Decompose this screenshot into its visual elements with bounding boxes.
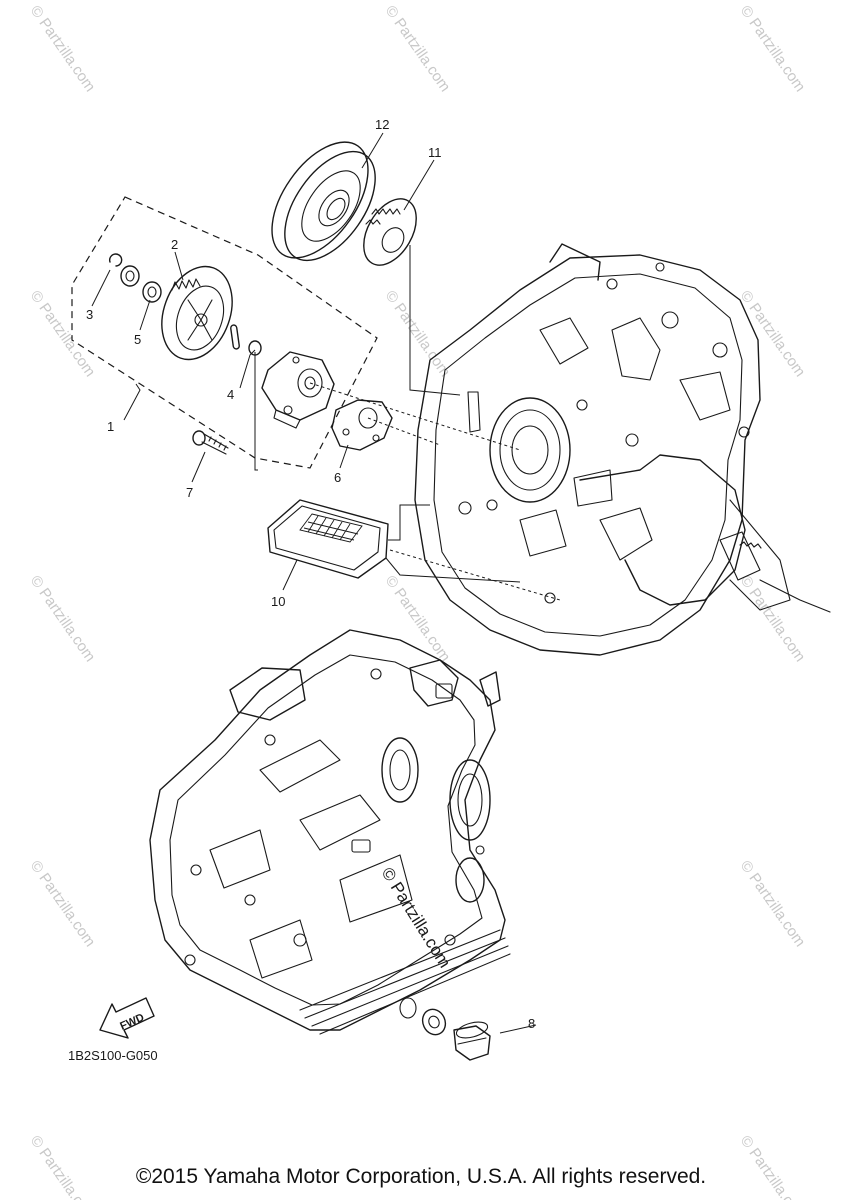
watermark: © Partzilla.com [382, 573, 454, 666]
callout-8: 8 [528, 1016, 535, 1031]
washer [120, 265, 140, 287]
upper-crankcase [414, 243, 831, 656]
dowel-pin [230, 324, 240, 350]
watermark: © Partzilla.com [27, 3, 99, 96]
part-3-circlip [108, 253, 123, 267]
part-11-drive-gear [363, 198, 417, 266]
lower-crankcase [149, 629, 511, 1035]
callout-3: 3 [86, 307, 93, 322]
callout-6: 6 [334, 470, 341, 485]
drawing-code: 1B2S100-G050 [68, 1048, 158, 1063]
part-2-pump-gear [161, 265, 233, 361]
watermark: © Partzilla.com [737, 858, 809, 951]
center-watermark: © Partzilla.com [378, 864, 455, 971]
fwd-label: FWD [118, 1012, 146, 1033]
fwd-arrow: FWD [99, 997, 155, 1039]
callout-2: 2 [171, 237, 178, 252]
callout-11: 11 [428, 145, 442, 160]
leader-lines [91, 132, 561, 1034]
watermark: © Partzilla.com [382, 3, 454, 96]
callouts: 12 11 2 3 5 4 1 6 7 10 8 [86, 117, 535, 1031]
callout-5: 5 [134, 332, 141, 347]
part-10-strainer [267, 499, 389, 579]
watermark: © Partzilla.com [27, 573, 99, 666]
watermark: © Partzilla.com [27, 1133, 99, 1200]
watermark: © Partzilla.com [737, 288, 809, 381]
pump-body [261, 351, 335, 429]
part-6-gasket [331, 399, 393, 451]
watermark: © Partzilla.com [27, 288, 99, 381]
watermark: © Partzilla.com [382, 288, 454, 381]
watermark: © Partzilla.com [27, 858, 99, 951]
callout-7: 7 [186, 485, 193, 500]
part-8-drain-bolt [453, 1021, 491, 1061]
callout-4: 4 [227, 387, 234, 402]
part-5-washer [142, 281, 162, 303]
watermark: © Partzilla.com [737, 1133, 809, 1200]
drain-washer [421, 1008, 447, 1036]
callout-10: 10 [271, 594, 285, 609]
watermark: © Partzilla.com [737, 3, 809, 96]
part-7-screw [192, 430, 229, 455]
part-12-rotor-disc [271, 141, 376, 262]
assembly-outline [71, 196, 378, 469]
copyright-text: ©2015 Yamaha Motor Corporation, U.S.A. A… [136, 1165, 706, 1188]
callout-12: 12 [375, 117, 389, 132]
callout-1: 1 [107, 419, 114, 434]
